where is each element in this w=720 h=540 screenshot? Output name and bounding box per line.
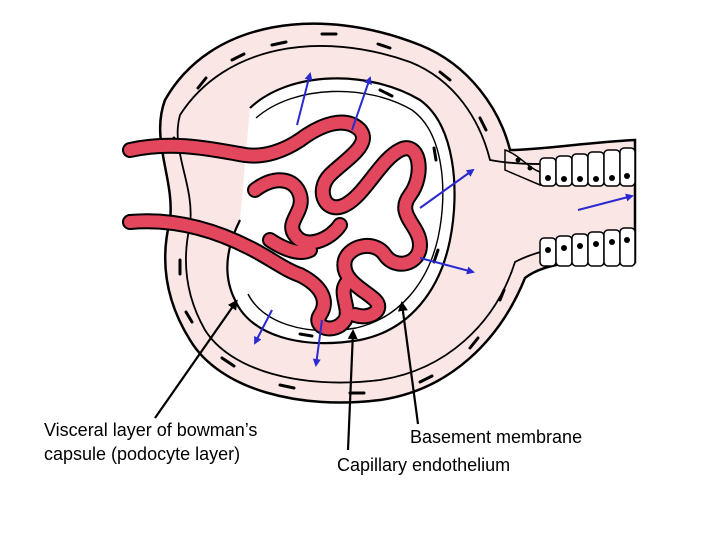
arrow-icon <box>346 329 358 451</box>
pointer-lines <box>154 299 420 451</box>
arrow-icon <box>254 309 273 345</box>
tubule-cells-bottom <box>539 227 636 267</box>
arrow-icon <box>419 257 475 275</box>
arrow-icon <box>296 72 313 126</box>
arrow-icon <box>154 299 238 419</box>
arrow-icon <box>419 168 475 209</box>
arrow-icon <box>312 319 323 367</box>
tubule-cell-nuclei-bottom <box>545 237 630 253</box>
arrow-icon <box>351 76 372 131</box>
filtration-arrows <box>254 72 634 367</box>
label-visceral-layer: Visceral layer of bowman’s capsule (podo… <box>44 418 257 466</box>
label-visceral-line2: capsule (podocyte layer) <box>44 444 241 464</box>
tubule-cell-nuclei-top <box>515 157 630 182</box>
tubule-cells-top <box>504 147 636 187</box>
label-visceral-line1: Visceral layer of bowman’s <box>44 420 258 440</box>
capillary-tuft <box>122 114 428 337</box>
arrow-icon <box>397 301 420 425</box>
label-basement-membrane: Basement membrane <box>410 427 583 447</box>
arrow-icon <box>577 193 634 211</box>
label-capillary-endothelium: Capillary endothelium <box>337 455 511 475</box>
